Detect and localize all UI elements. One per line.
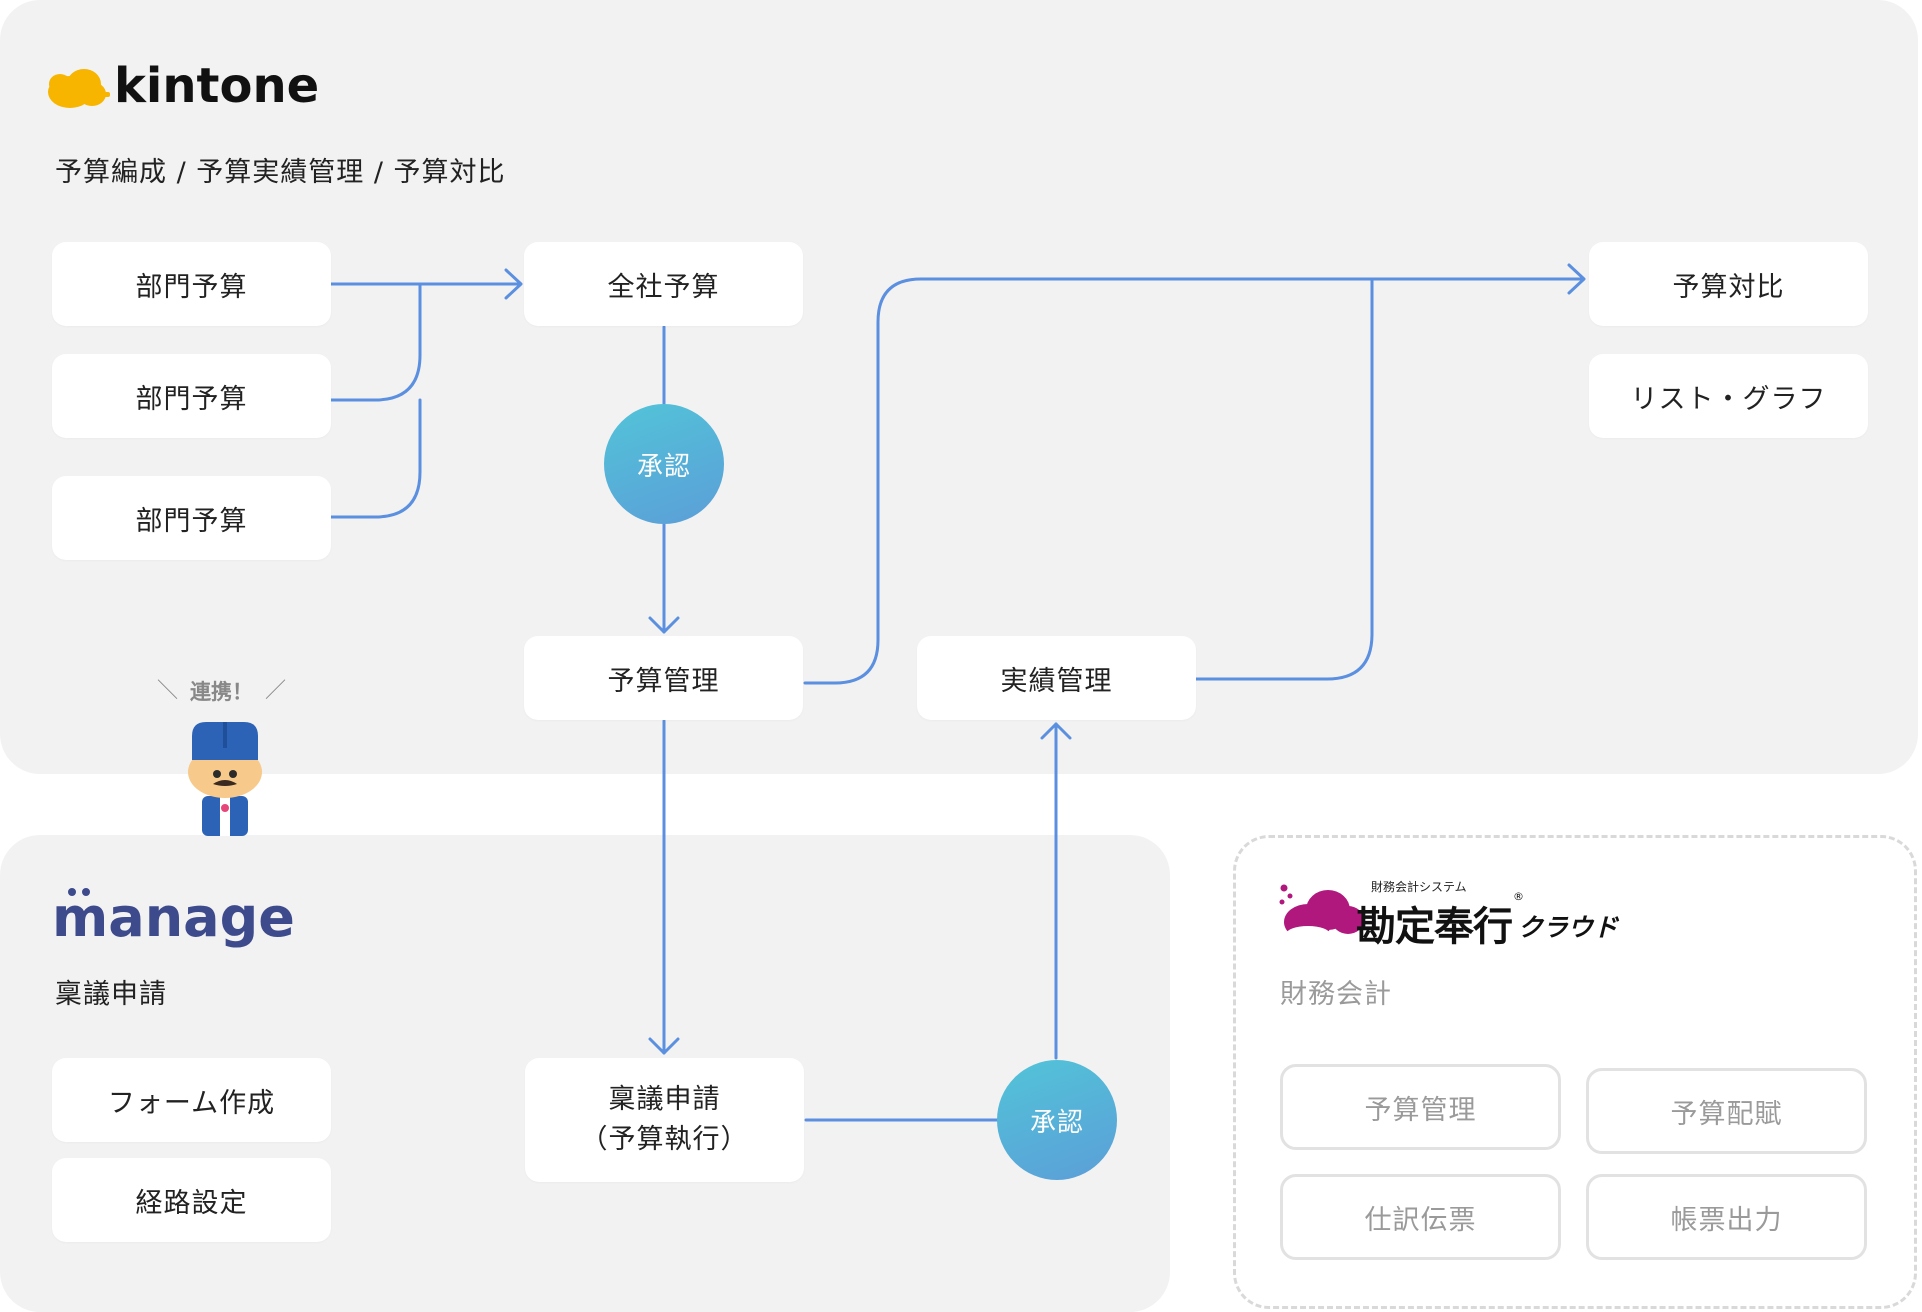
manage-logo: manage bbox=[52, 880, 332, 950]
route-setting-box: 経路設定 bbox=[52, 1158, 331, 1242]
mascot-character bbox=[188, 722, 262, 836]
mascot-callout: ＼ 連携！ ／ bbox=[155, 674, 295, 708]
line-actual-to-comparison bbox=[1194, 277, 1374, 681]
actual-management-box: 実績管理 bbox=[917, 636, 1196, 720]
obc-budget-management-box: 予算管理 bbox=[1280, 1064, 1561, 1150]
obc-journal-slip-box: 仕訳伝票 bbox=[1280, 1174, 1561, 1260]
budget-management-box: 予算管理 bbox=[524, 636, 803, 720]
obc-budget-allocation-box: 予算配賦 bbox=[1586, 1068, 1867, 1154]
dept-budget-box-3: 部門予算 bbox=[52, 476, 331, 560]
form-creation-box: フォーム作成 bbox=[52, 1058, 331, 1142]
callout-slash-left: ＼ bbox=[157, 678, 178, 702]
obc-logo-main-text: 勘定奉行 bbox=[1356, 904, 1513, 950]
kintone-subtitle: 予算編成 / 予算実績管理 / 予算対比 bbox=[55, 157, 506, 188]
company-budget-box: 全社予算 bbox=[524, 242, 803, 326]
obc-logo-small-text: 財務会計システム bbox=[1371, 880, 1467, 894]
arrow-budget-mgmt bbox=[648, 616, 680, 634]
dept-budget-box-2: 部門予算 bbox=[52, 354, 331, 438]
approval-circle-kintone: 承認 bbox=[604, 404, 724, 524]
ringi-request-box: 稟議申請 （予算執行） bbox=[525, 1058, 804, 1182]
obc-logo: 財務会計システム 勘定奉行 ® クラウド bbox=[1278, 876, 1638, 950]
kintone-logo: kintone bbox=[46, 58, 326, 118]
arrow-comparison bbox=[1567, 263, 1586, 295]
approval-circle-manage: 承認 bbox=[997, 1060, 1117, 1180]
obc-registered-mark: ® bbox=[1513, 890, 1524, 903]
ringi-request-line1: 稟議申請 bbox=[608, 1084, 721, 1115]
manage-dots-icon bbox=[68, 888, 92, 896]
obc-subtitle: 財務会計 bbox=[1280, 979, 1392, 1010]
obc-cloud-icon bbox=[1279, 884, 1364, 942]
ringi-request-line2: （予算執行） bbox=[580, 1124, 749, 1155]
line-dept3-merge bbox=[329, 398, 422, 519]
obc-report-output-box: 帳票出力 bbox=[1586, 1174, 1867, 1260]
manage-logo-text: manage bbox=[52, 886, 295, 949]
line-budget-to-comparison bbox=[803, 277, 1585, 685]
arrow-company bbox=[504, 268, 523, 300]
list-graph-box: リスト・グラフ bbox=[1589, 354, 1868, 438]
line-dept2-merge bbox=[329, 282, 422, 402]
callout-text: 連携！ bbox=[190, 680, 253, 704]
arrow-request bbox=[648, 1037, 680, 1055]
kintone-cloud-icon bbox=[48, 69, 110, 108]
callout-slash-right: ／ bbox=[265, 678, 286, 702]
kintone-logo-text: kintone bbox=[114, 58, 320, 114]
obc-logo-cloud-text: クラウド bbox=[1518, 913, 1619, 942]
dept-budget-box-1: 部門予算 bbox=[52, 242, 331, 326]
manage-subtitle: 稟議申請 bbox=[55, 979, 167, 1010]
arrow-actual bbox=[1040, 722, 1072, 740]
budget-comparison-box: 予算対比 bbox=[1589, 242, 1868, 326]
